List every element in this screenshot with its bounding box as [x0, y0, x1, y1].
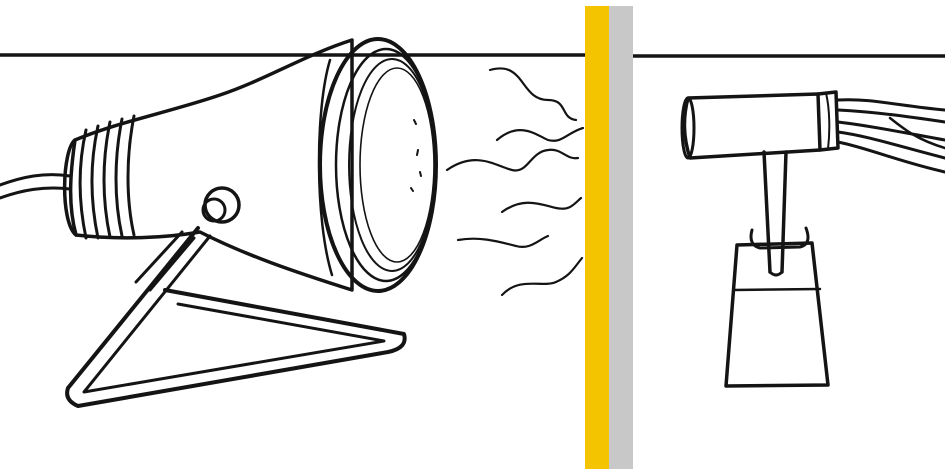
heat-wave	[447, 150, 578, 171]
heat-waves	[447, 68, 583, 295]
heat-lamp	[0, 39, 436, 406]
heat-wave	[458, 236, 548, 247]
adjustment-knob	[203, 188, 239, 222]
lamp-body	[65, 40, 352, 290]
barrier-panel	[585, 6, 633, 469]
table-edge-line	[0, 55, 945, 56]
heat-wave	[502, 258, 582, 295]
heat-wave	[502, 198, 581, 212]
sensor-rod	[764, 152, 786, 275]
lamp-face	[319, 39, 436, 291]
power-cord	[0, 175, 70, 198]
barrier-grey-layer	[609, 6, 633, 469]
sensor-base	[726, 228, 828, 386]
heat-wave	[490, 68, 576, 120]
sensor-head	[682, 92, 838, 158]
sensor-unit	[682, 92, 945, 386]
barrier-yellow-layer	[585, 6, 609, 469]
sensor-cables	[838, 100, 945, 172]
heat-wave	[497, 128, 583, 141]
